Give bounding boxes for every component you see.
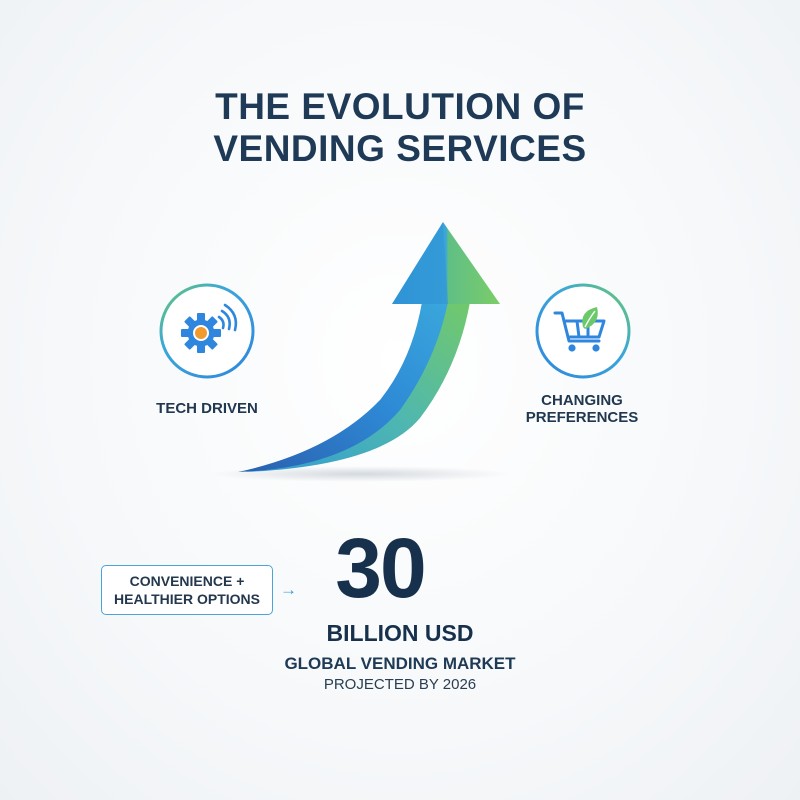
changing-preferences-label-line-1: CHANGING [541, 392, 623, 409]
market-value-unit: BILLION USD [326, 620, 474, 646]
market-value: 30 [335, 521, 426, 615]
gear-wifi-icon [181, 303, 238, 353]
callout-line-1: CONVENIENCE + [129, 573, 245, 589]
changing-preferences-ring [535, 283, 631, 379]
title-line-1: THE EVOLUTION OF [215, 86, 585, 127]
convenience-callout: CONVENIENCE + HEALTHIER OPTIONS [101, 565, 273, 615]
callout-line-2: HEALTHIER OPTIONS [114, 591, 260, 607]
arrow-head-shade [392, 222, 448, 304]
callout-arrow-icon: → [280, 580, 297, 599]
tech-driven-badge [159, 283, 255, 379]
tech-driven-label-line: TECH DRIVEN [156, 400, 258, 417]
arrow-shadow [210, 466, 510, 482]
title-line-2: VENDING SERVICES [213, 128, 587, 169]
market-projection-note: PROJECTED BY 2026 [323, 676, 477, 693]
shopping-cart-leaf-icon [553, 307, 606, 352]
changing-preferences-label-line-2: PREFERENCES [525, 409, 639, 426]
market-description: GLOBAL VENDING MARKET [284, 654, 516, 673]
changing-preferences-badge [535, 283, 631, 379]
arrow-shaft-blue [238, 302, 448, 472]
page-title: THE EVOLUTION OF VENDING SERVICES [0, 86, 800, 170]
changing-preferences-label: CHANGING PREFERENCES [522, 392, 642, 426]
tech-driven-label: TECH DRIVEN [147, 400, 267, 417]
